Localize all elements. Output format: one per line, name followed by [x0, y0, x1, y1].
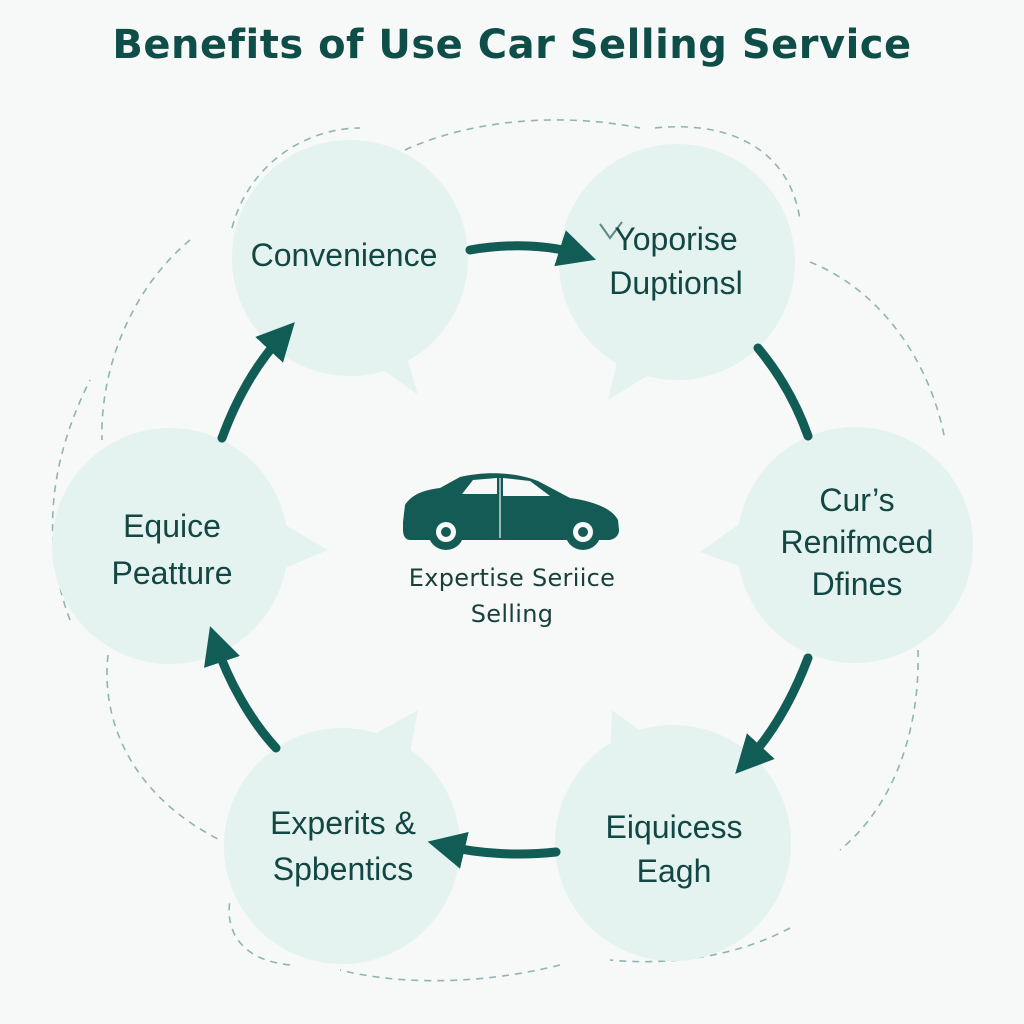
node-label-curs-line1: Cur’s [819, 482, 894, 518]
dashed-outline-left [101, 239, 191, 441]
node-experits[interactable] [224, 710, 460, 964]
node-label-convenience: Convenience [251, 237, 438, 273]
dashed-outline [51, 119, 946, 982]
node-label-eiquicess-line1: Eiquicess [606, 809, 743, 845]
node-label-equice-line1: Equice [123, 508, 221, 544]
dashed-outline-bottom [339, 964, 561, 982]
node-eiquicess[interactable] [555, 710, 791, 961]
node-label-curs-line2: Renifmced [781, 524, 934, 560]
arrow-curs-to-eiquicess [735, 653, 813, 774]
center-label-line1: Expertise Seriice [409, 564, 615, 592]
car-icon [403, 473, 619, 550]
node-bubbles [52, 140, 973, 964]
check-mark-icon [599, 221, 623, 240]
arrow-yoporise-to-curs [753, 343, 813, 441]
node-label-experits-line1: Experits & [270, 805, 416, 841]
node-equice[interactable] [52, 428, 328, 664]
arrow-equice-to-convenience [217, 322, 295, 443]
arrow-experits-to-equice [204, 626, 281, 753]
dashed-outline-right-lower [839, 649, 919, 851]
cycle-arrows [204, 230, 813, 869]
node-curs-renifmced[interactable] [700, 427, 973, 663]
node-yoporise[interactable] [559, 144, 795, 400]
node-label-experits-line2: Spbentics [273, 851, 414, 887]
node-labels: Convenience Yoporise Duptionsl Cur’s Ren… [112, 221, 934, 889]
arrow-convenience-to-yoporise [465, 230, 596, 267]
node-label-yoporise-line1: Yoporise [614, 221, 737, 257]
node-label-curs-line3: Dfines [812, 566, 903, 602]
node-label-eiquicess-line2: Eagh [637, 853, 712, 889]
dashed-outline-left-lower [106, 654, 221, 841]
node-label-equice-line2: Peatture [112, 555, 233, 591]
dashed-outline-bottom-left [228, 899, 291, 966]
dashed-outline-right [809, 261, 946, 441]
arrow-eiquicess-to-experits [427, 831, 561, 869]
diagram-title: Benefits of Use Car Selling Service [112, 22, 912, 68]
dashed-outline-top-right [654, 126, 801, 221]
dashed-outline-top [231, 127, 361, 229]
dashed-outline-top-arc [404, 119, 641, 151]
center-label-line2: Selling [471, 600, 554, 628]
node-convenience[interactable] [232, 140, 468, 395]
node-label-yoporise-line2: Duptionsl [609, 265, 742, 301]
